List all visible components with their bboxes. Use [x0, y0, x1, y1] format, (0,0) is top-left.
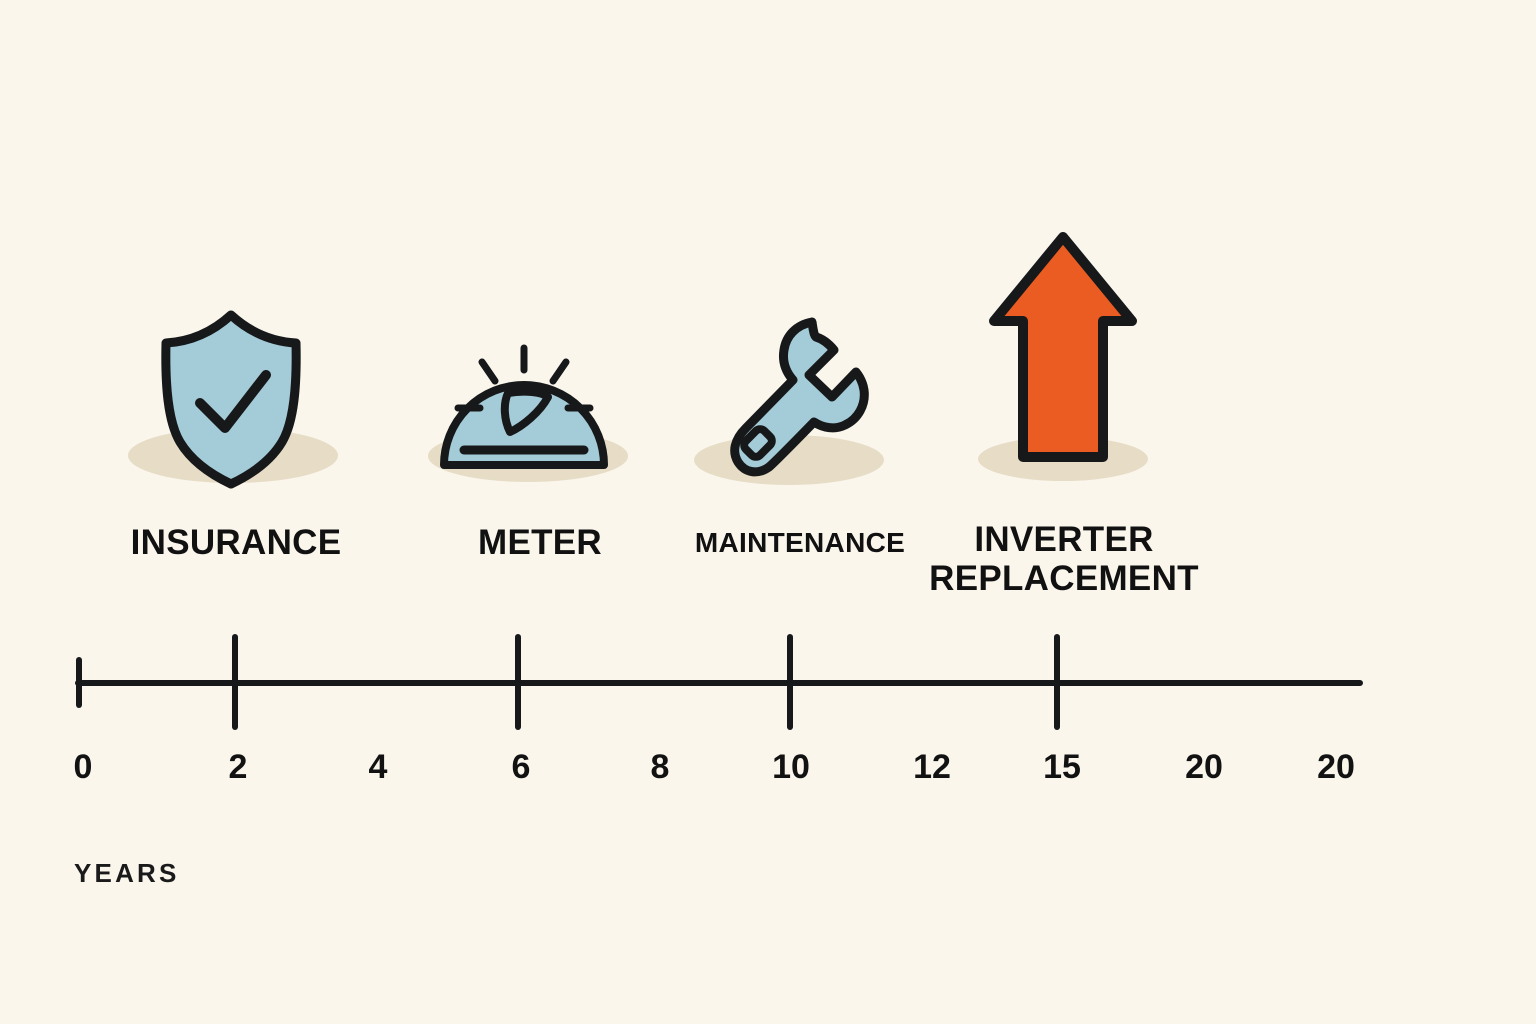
- axis-tick-label-8: 8: [650, 748, 670, 786]
- label-maintenance: MAINTENANCE: [694, 527, 906, 558]
- up-arrow-icon: [960, 215, 1170, 505]
- axis-caption-years: YEARS: [74, 858, 180, 888]
- axis-tick-label-12: 12: [913, 748, 951, 786]
- axis-tick-label-20a: 20: [1185, 748, 1223, 786]
- wrench-icon: [690, 300, 910, 505]
- axis-tick-label-15: 15: [1043, 748, 1081, 786]
- label-meter: METER: [478, 523, 602, 562]
- label-inverter-line1: INVERTER: [974, 520, 1154, 559]
- axis-tick-label-6: 6: [511, 748, 531, 786]
- shield-check-icon: [118, 290, 368, 505]
- axis-tick-label-20b: 20: [1317, 748, 1355, 786]
- label-inverter-line2: REPLACEMENT: [929, 559, 1199, 599]
- timeline-event-meter: [420, 300, 660, 500]
- label-inverter-replacement: INVERTER REPLACEMENT: [878, 520, 1250, 598]
- timeline-event-insurance: [118, 290, 368, 500]
- gauge-meter-icon: [420, 300, 660, 505]
- timeline-event-inverter-replacement: [960, 215, 1170, 500]
- axis-tick-label-4: 4: [368, 748, 388, 786]
- axis-tick-label-10: 10: [772, 748, 810, 786]
- axis-tick-label-0: 0: [73, 748, 93, 786]
- label-insurance: INSURANCE: [130, 523, 342, 562]
- axis-tick-label-2: 2: [228, 748, 248, 786]
- timeline-event-maintenance: [690, 300, 910, 500]
